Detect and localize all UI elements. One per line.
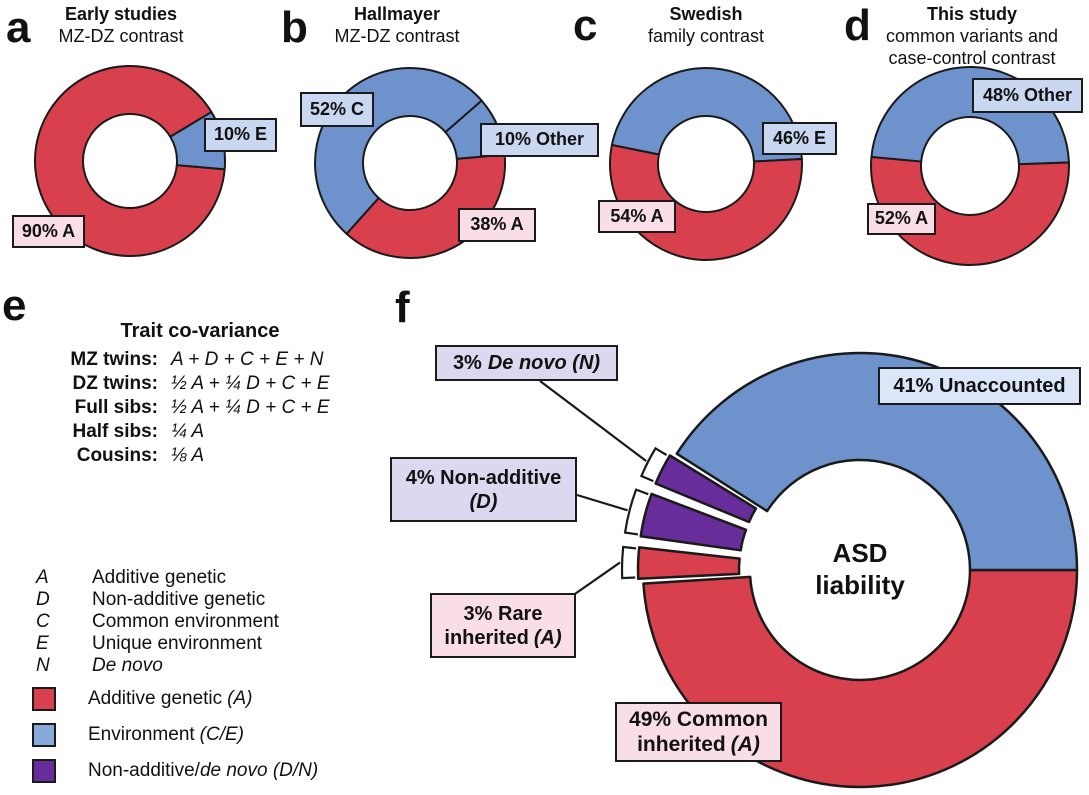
panel-b-title-line2: MZ-DZ contrast	[334, 26, 460, 46]
formula-row-halfsibs: Half sibs:¼ A	[72, 421, 205, 442]
panel-c-title-line1: Swedish	[669, 4, 743, 24]
bracket	[639, 446, 668, 483]
panel-a-title-line2: MZ-DZ contrast	[58, 26, 184, 46]
panel-b-title-line1: Hallmayer	[353, 4, 441, 24]
panel-b-title: Hallmayer MZ-DZ contrast	[310, 3, 484, 47]
panel-letter-c: c	[573, 1, 598, 50]
label-f-unaccounted: 41% Unaccounted	[878, 367, 1081, 405]
panel-d-title-line1: This study	[926, 4, 1017, 24]
donut-f-slice-1	[675, 351, 1079, 572]
donut-a-slice-0	[34, 65, 226, 257]
label-a-90-a: 90% A	[12, 215, 85, 248]
donut-f-center-label: ASD liability	[815, 538, 905, 600]
label-b-52-c: 52% C	[300, 92, 374, 127]
blue-swatch	[32, 723, 56, 747]
label-f-denovo: 3%De novo (N)	[435, 345, 618, 381]
panel-d-title-line3: case-control contrast	[888, 48, 1056, 68]
trait-covariance-heading: Trait co-variance	[120, 320, 280, 342]
label-c-46-e: 46% E	[762, 122, 837, 155]
label-f-rare-inherited: 3% Rare inherited(A)	[430, 593, 576, 658]
label-b-38-a: 38% A	[458, 208, 536, 242]
bracket	[623, 488, 649, 536]
panel-a-title-line1: Early studies	[64, 4, 178, 24]
panel-a-title: Early studies MZ-DZ contrast	[36, 3, 206, 47]
leader-line	[576, 493, 628, 512]
leader-line	[571, 561, 621, 597]
formula-row-mz: MZ twins:A + D + C + E + N	[70, 349, 324, 370]
color-key-additive: Additive genetic(A)	[32, 687, 252, 711]
label-b-10-other: 10% Other	[480, 123, 599, 157]
donut-b-slice-2	[345, 153, 507, 259]
panel-letter-d: d	[844, 1, 871, 50]
label-a-10-e: 10% E	[204, 118, 277, 152]
bracket	[620, 545, 637, 580]
panel-d-title: This study common variants and case-cont…	[857, 3, 1087, 69]
panel-letter-a: a	[6, 3, 31, 52]
donut-f-slice-3	[639, 492, 748, 552]
color-key-nonadditive: Non-additive/de novo (D/N)	[32, 759, 318, 783]
leader-line	[539, 380, 647, 462]
panel-c-title-line2: family contrast	[647, 26, 765, 46]
donut-f-slice-4	[654, 454, 758, 524]
panel-letter-b: b	[281, 3, 308, 52]
label-f-nonadditive: 4% Non-additive (D)	[390, 457, 577, 522]
panel-d-title-line2: common variants and	[885, 26, 1059, 46]
panel-c-title: Swedish family contrast	[619, 3, 793, 47]
formula-row-dz: DZ twins:½ A + ¼ D + C + E	[72, 373, 330, 394]
panel-letter-f: f	[395, 283, 410, 332]
label-c-54-a: 54% A	[598, 200, 676, 233]
color-key-environment: Environment(C/E)	[32, 723, 244, 747]
formula-row-cousins: Cousins:⅛ A	[76, 445, 205, 466]
donut-a	[34, 65, 226, 257]
label-d-52-a: 52% A	[867, 203, 936, 235]
formula-row-fullsibs: Full sibs:½ A + ¼ D + C + E	[74, 397, 330, 418]
purple-swatch	[32, 759, 56, 783]
label-d-48-other: 48% Other	[972, 78, 1083, 113]
donut-d-slice-1	[870, 156, 1070, 266]
panel-letter-e: e	[2, 281, 27, 330]
label-f-common-inherited: 49% Common inherited(A)	[615, 702, 782, 762]
donut-f-slice-2	[636, 546, 741, 581]
red-swatch	[32, 687, 56, 711]
